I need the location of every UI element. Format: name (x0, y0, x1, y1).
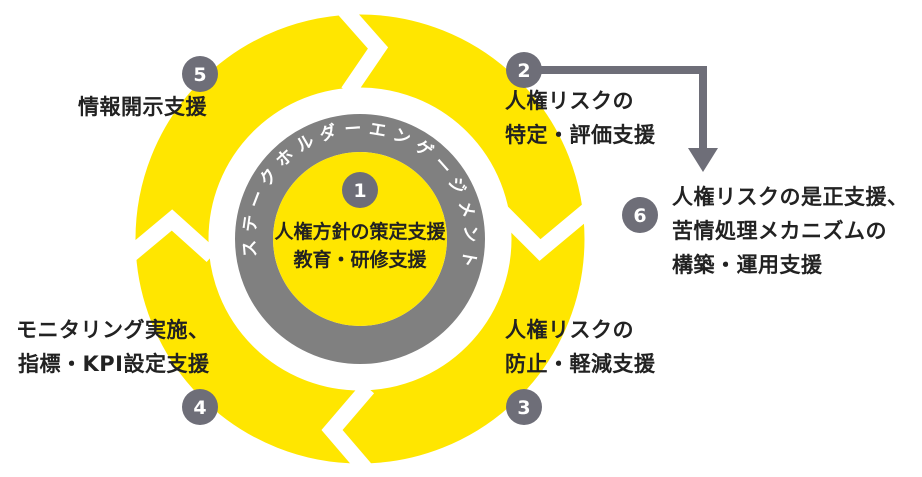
chevron-gap-bottom (321, 382, 375, 477)
badge-circle (622, 197, 658, 233)
badge-circle (342, 172, 378, 208)
step-4-badge: 4 (182, 389, 218, 425)
step-6-line-1: 人権リスクの是正支援、 (672, 185, 909, 209)
badge-circle (506, 52, 542, 88)
step-6-badge: 6 (622, 197, 658, 233)
step-2-line-1: 人権リスクの (505, 89, 634, 113)
step-4-line-1: モニタリング実施、 (16, 318, 210, 342)
badge-circle (182, 389, 218, 425)
step-4-label: モニタリング実施、 指標・KPI設定支援 (16, 313, 210, 381)
badge-number: 6 (633, 205, 646, 227)
badge-circle (506, 389, 542, 425)
step-6-line-3: 構築・運用支援 (672, 253, 823, 277)
step-4-line-2: 指標・KPI設定支援 (18, 352, 210, 376)
step-2-badge: 2 (506, 52, 542, 88)
step-3-line-1: 人権リスクの (505, 318, 634, 342)
step-3-label: 人権リスクの 防止・軽減支援 (505, 313, 656, 381)
step-6-label: 人権リスクの是正支援、 苦情処理メカニズムの 構築・運用支援 (672, 180, 909, 282)
step-5-badge: 5 (182, 56, 218, 92)
step-5-label: 情報開示支援 (78, 90, 207, 124)
badge-number: 4 (193, 397, 206, 419)
badge-number: 3 (517, 397, 530, 419)
arrow-to-step-6 (540, 66, 707, 150)
step-2-line-2: 特定・評価支援 (505, 123, 656, 147)
step-6-line-2: 苦情処理メカニズムの (672, 219, 887, 243)
step-3-badge: 3 (506, 389, 542, 425)
chevron-gap-top (334, 0, 389, 97)
chevron-gap-left (124, 209, 218, 262)
badge-number: 1 (353, 180, 366, 202)
badge-number: 2 (517, 60, 530, 82)
badge-circle (182, 56, 218, 92)
step-3-line-2: 防止・軽減支援 (505, 352, 656, 376)
center-disk (273, 152, 447, 326)
arrow-head-icon (688, 148, 718, 172)
stakeholder-engagement-ring (235, 114, 485, 364)
step-2-label: 人権リスクの 特定・評価支援 (505, 84, 656, 152)
step-1-label: 人権方針の策定支援 教育・研修支援 (260, 218, 460, 274)
step-1-line-1: 人権方針の策定支援 (274, 221, 446, 243)
step-5-line-1: 情報開示支援 (78, 95, 207, 119)
chevron-gap-right (492, 202, 594, 261)
badge-number: 5 (193, 64, 206, 86)
step-1-badge: 1 (342, 172, 378, 208)
step-1-line-2: 教育・研修支援 (293, 249, 427, 271)
